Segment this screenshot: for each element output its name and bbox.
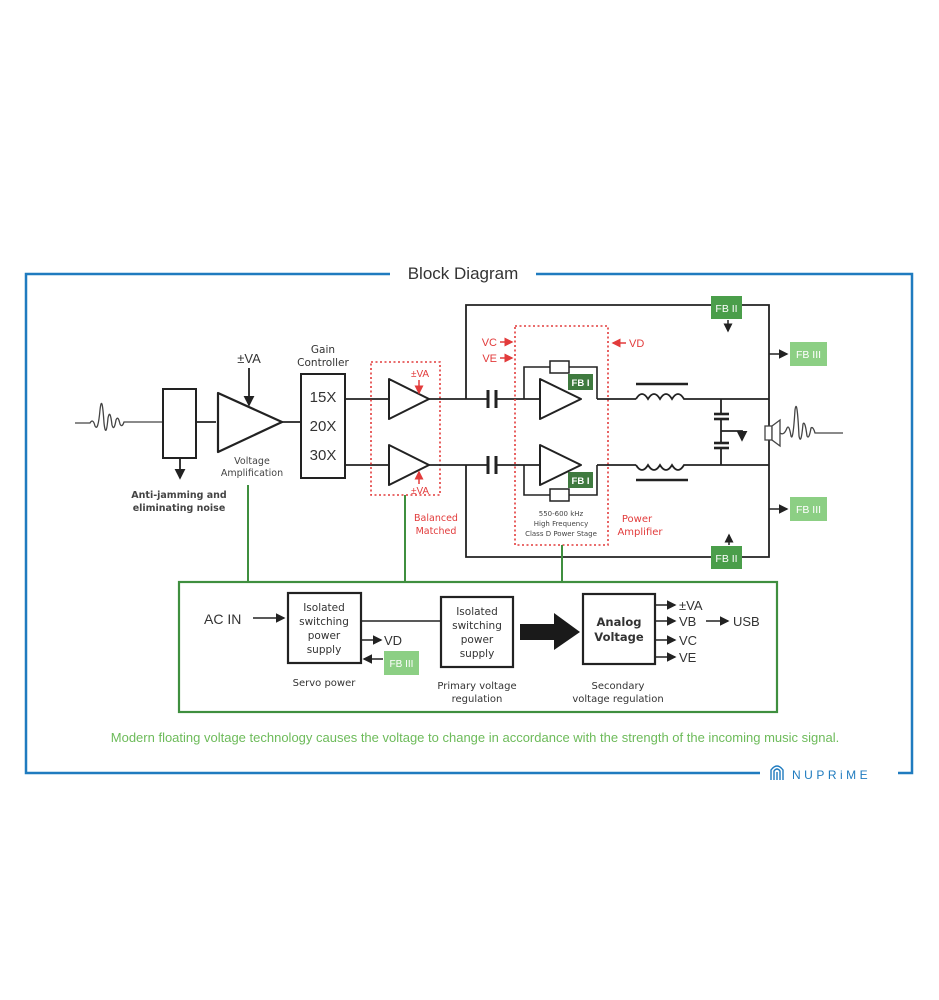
brand-name: NUPRiME — [792, 768, 871, 782]
servo-out-vd: VD — [384, 633, 402, 648]
input-waveform — [75, 402, 165, 431]
amp-supply-label: ±VA — [237, 351, 261, 366]
power-amplifier-label-1: Power — [622, 514, 653, 525]
fb2-top-badge — [711, 296, 742, 319]
output-vc: VC — [679, 633, 697, 648]
servo-fb3-label: FB III — [390, 659, 414, 670]
power-stage-vd: VD — [629, 338, 644, 350]
balanced-supply-top: ±VA — [411, 369, 429, 380]
power-stage-ve: VE — [482, 353, 497, 365]
gain-option-30x: 30X — [310, 447, 337, 464]
diagram-title: Block Diagram — [408, 264, 519, 283]
filter-label-line1: Anti-jamming and — [131, 490, 226, 501]
primary-box-line4: supply — [460, 648, 495, 660]
class-d-amp-top — [539, 378, 582, 420]
power-amplifier-label-2: Amplifier — [617, 527, 663, 538]
output-va: ±VA — [679, 598, 703, 613]
gain-option-15x: 15X — [310, 389, 337, 406]
power-supply-panel — [177, 580, 779, 714]
servo-box-line2: switching — [299, 616, 349, 628]
servo-power-supply-block — [286, 591, 363, 665]
fb3-bottom-badge — [790, 497, 827, 521]
class-d-amp-bottom — [539, 444, 582, 486]
primary-box-line2: switching — [452, 620, 502, 632]
gain-option-20x: 20X — [310, 418, 337, 435]
output-filter-capacitors — [714, 399, 748, 465]
fb2-top-label: FB II — [715, 303, 737, 315]
balanced-matched-box — [370, 361, 441, 496]
fb1-top-badge — [568, 374, 593, 390]
caption-text: Modern floating voltage technology cause… — [111, 730, 839, 745]
speaker-icon — [764, 418, 781, 448]
voltage-amplifier-triangle — [216, 391, 284, 454]
power-stage-spec-2: High Frequency — [534, 520, 588, 528]
fb3-top-label: FB III — [796, 349, 821, 361]
balanced-label-1: Balanced — [414, 513, 458, 524]
nuprime-logo-icon — [770, 765, 784, 780]
coupling-capacitor-top — [486, 390, 498, 408]
power-stage-vc: VC — [482, 337, 497, 349]
power-stage-spec-1: 550-600 kHz — [539, 510, 584, 518]
fb3-top-badge — [790, 342, 827, 366]
fb1-top-label: FB I — [572, 378, 590, 389]
servo-box-line3: power — [308, 630, 341, 642]
servo-power-label: Servo power — [293, 678, 357, 689]
gain-controller-title-1: Gain — [311, 344, 335, 356]
fb1-bottom-label: FB I — [572, 476, 590, 487]
output-ve: VE — [679, 650, 697, 665]
output-usb: USB — [733, 614, 760, 629]
amp-label-line2: Amplification — [221, 468, 283, 479]
power-stage-spec-3: Class D Power Stage — [525, 530, 597, 538]
balanced-amp-bottom — [388, 444, 430, 486]
gain-controller-block — [300, 373, 346, 479]
primary-label-2: regulation — [452, 694, 503, 705]
analog-voltage-block — [581, 592, 657, 666]
secondary-label-2: voltage regulation — [572, 694, 663, 705]
balanced-label-2: Matched — [416, 526, 457, 537]
output-inductor-bottom — [635, 463, 690, 482]
output-waveform — [779, 405, 843, 440]
outer-frame — [24, 272, 914, 775]
balanced-amp-top — [388, 378, 430, 420]
supply-connectors — [247, 485, 563, 581]
fb1-bottom-badge — [568, 472, 593, 488]
primary-power-supply-block — [439, 595, 515, 669]
balanced-supply-bottom: ±VA — [411, 486, 429, 497]
primary-label-1: Primary voltage — [437, 681, 516, 692]
analog-box-line1: Analog — [597, 615, 642, 629]
filter-label-line2: eliminating noise — [133, 503, 226, 514]
primary-box-line1: Isolated — [456, 606, 498, 618]
servo-box-line1: Isolated — [303, 602, 345, 614]
fb3-bottom-label: FB III — [796, 504, 821, 516]
servo-box-line4: supply — [307, 644, 342, 656]
analog-box-line2: Voltage — [594, 630, 644, 644]
class-d-power-stage-box — [514, 325, 609, 546]
amp-label-line1: Voltage — [234, 456, 270, 467]
fb2-bottom-label: FB II — [715, 553, 737, 565]
big-arrow-icon — [520, 613, 580, 650]
primary-box-line3: power — [461, 634, 494, 646]
gain-controller-title-2: Controller — [297, 357, 349, 369]
anti-jamming-filter-block — [162, 388, 197, 459]
servo-fb3-badge — [384, 651, 419, 675]
output-inductor-top — [635, 382, 690, 401]
fb2-bottom-badge — [711, 546, 742, 569]
output-vb: VB — [679, 614, 696, 629]
coupling-capacitor-bottom — [486, 456, 498, 474]
secondary-label-1: Secondary — [592, 681, 645, 692]
ac-in-label: AC IN — [204, 611, 241, 627]
